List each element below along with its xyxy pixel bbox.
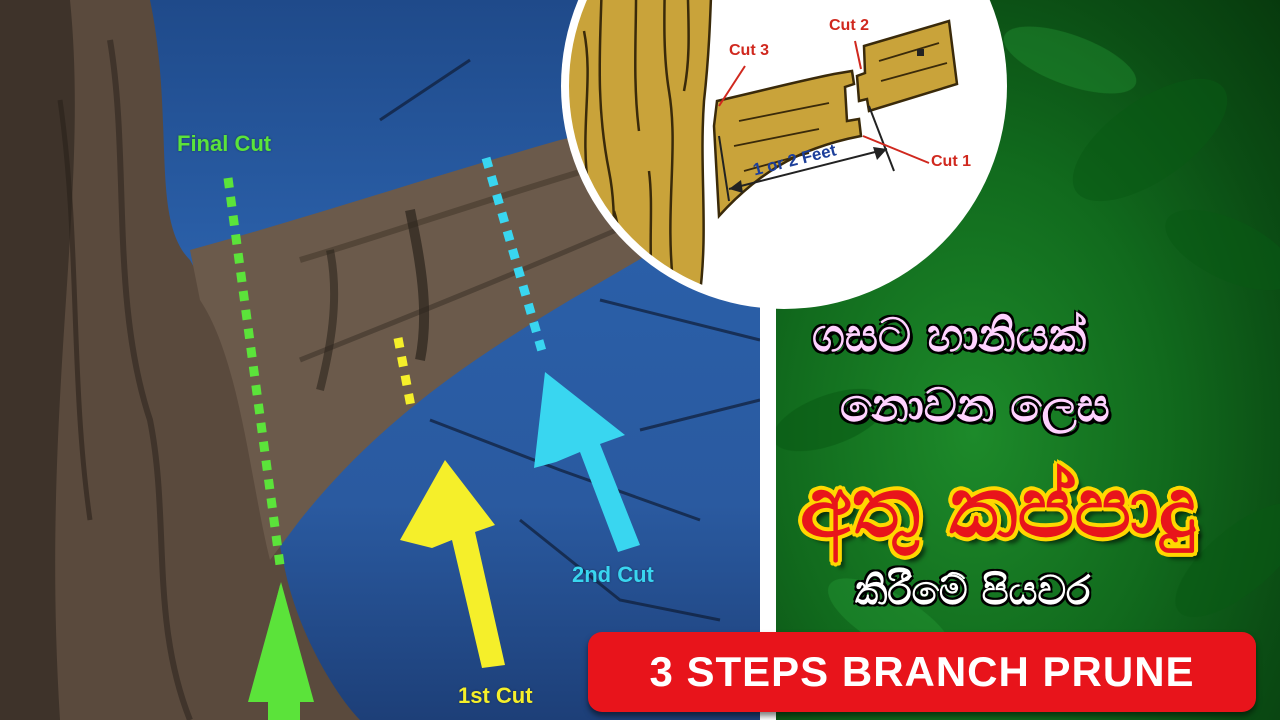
divider (760, 300, 776, 720)
first-cut-guide (393, 337, 417, 413)
banner-text: 3 STEPS BRANCH PRUNE (649, 648, 1195, 695)
pruning-diagram: Cut 3 Cut 2 Cut 1 1 or 2 Feet (563, 0, 1005, 307)
cut1-label: Cut 1 (931, 153, 971, 170)
final-cut-label: Final Cut (177, 131, 272, 156)
first-cut-label: 1st Cut (458, 683, 533, 708)
cut2-label: Cut 2 (829, 17, 869, 34)
final-cut-guide (223, 177, 285, 566)
second-cut-guide (481, 156, 549, 360)
banner: 3 STEPS BRANCH PRUNE (588, 632, 1256, 712)
final-cut-arrow (248, 582, 314, 720)
second-cut-arrow (534, 372, 640, 552)
cut3-label: Cut 3 (729, 42, 769, 59)
title-main: අතු කප්පාදු (800, 458, 1197, 556)
second-cut-label: 2nd Cut (572, 562, 654, 587)
title-line-2: නොවන ලෙස (840, 378, 1110, 432)
title-line-3: කිරීමේ පියවර (855, 568, 1091, 614)
first-cut-arrow (400, 460, 505, 668)
title-line-1: ගසට හානියක් (812, 308, 1087, 362)
